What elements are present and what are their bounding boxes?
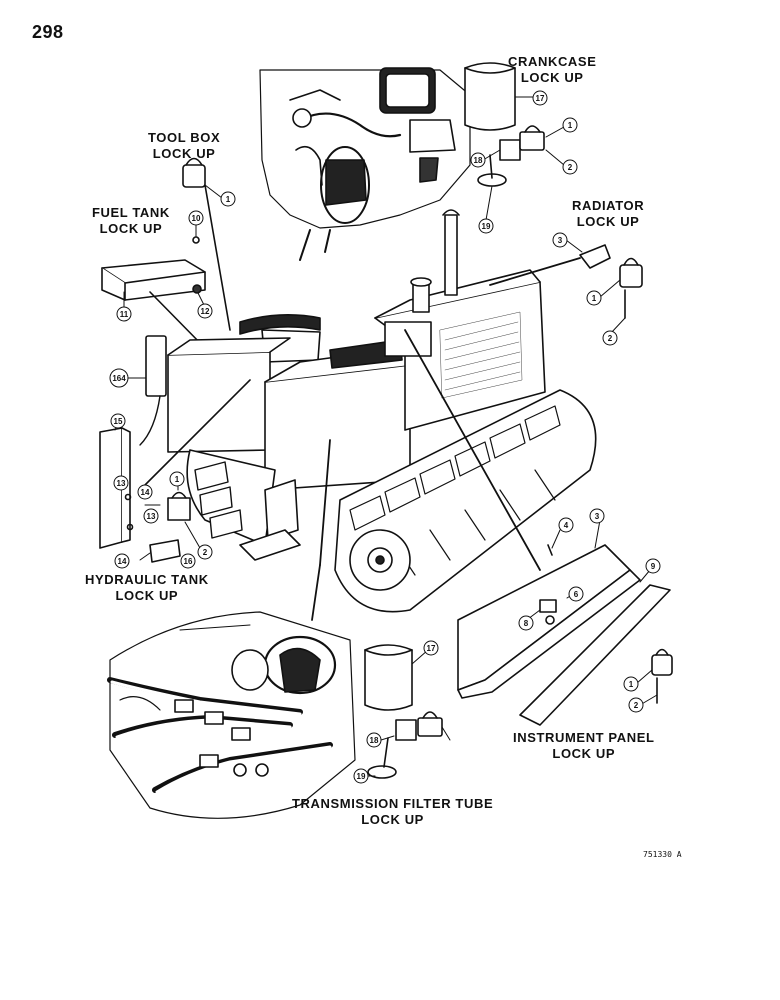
engine-detail-view [259, 67, 471, 261]
callout-2-crankcase: 2 [562, 159, 578, 175]
svg-text:17: 17 [427, 644, 436, 653]
callout-2-radiator: 2 [602, 330, 618, 346]
svg-text:1: 1 [175, 475, 180, 484]
callout-2-hydraulic: 2 [197, 544, 213, 560]
svg-text:6: 6 [574, 590, 579, 599]
callout-1-hydraulic: 1 [169, 471, 185, 487]
tool-box-lockup-parts [182, 157, 231, 331]
callout-3-radiator: 3 [552, 232, 568, 248]
callout-14-hydraulic-b: 14 [114, 553, 130, 569]
crankcase-lockup-parts [464, 62, 565, 221]
callout-1-instrument: 1 [623, 676, 639, 692]
svg-text:2: 2 [203, 548, 208, 557]
callout-1-radiator: 1 [586, 290, 602, 306]
callout-19-crankcase: 19 [478, 218, 494, 234]
svg-text:1: 1 [226, 195, 231, 204]
callout-18-crankcase: 18 [470, 152, 486, 168]
svg-text:164: 164 [112, 374, 126, 383]
svg-text:3: 3 [558, 236, 563, 245]
svg-text:8: 8 [524, 619, 529, 628]
svg-text:10: 10 [192, 214, 201, 223]
callout-8-instrument: 8 [518, 615, 534, 631]
svg-text:2: 2 [608, 334, 613, 343]
radiator-lockup-parts [489, 239, 643, 334]
svg-text:1: 1 [629, 680, 634, 689]
callout-1-toolbox: 1 [220, 191, 236, 207]
svg-text:2: 2 [568, 163, 573, 172]
svg-text:9: 9 [651, 562, 656, 571]
callout-13-hydraulic-a: 13 [113, 475, 129, 491]
instrument-panel-lockup-parts [404, 329, 673, 726]
callout-17-crankcase: 17 [532, 90, 548, 106]
svg-text:15: 15 [114, 417, 123, 426]
callout-6-instrument: 6 [568, 586, 584, 602]
callout-bubbles: 17 1 2 18 19 1 10 11 12 164 3 1 2 15 13 … [109, 90, 661, 784]
figure-code: 751330 A [643, 850, 682, 859]
callout-10-fuel: 10 [188, 210, 204, 226]
callout-9-instrument: 9 [645, 558, 661, 574]
callout-12-fuel: 12 [197, 303, 213, 319]
svg-text:4: 4 [564, 521, 569, 530]
svg-text:17: 17 [536, 94, 545, 103]
svg-text:3: 3 [595, 512, 600, 521]
callout-164-fuel: 164 [109, 368, 129, 388]
transmission-filter-lockup-parts [364, 644, 451, 779]
callout-4-instrument: 3 [589, 508, 605, 524]
svg-text:2: 2 [634, 701, 639, 710]
dozer-body [167, 209, 597, 613]
callout-16-hydraulic: 16 [180, 553, 196, 569]
svg-text:19: 19 [357, 772, 366, 781]
svg-text:14: 14 [141, 488, 150, 497]
callout-18-transmission: 18 [366, 732, 382, 748]
svg-text:14: 14 [118, 557, 127, 566]
callout-5-instrument: 4 [558, 517, 574, 533]
svg-text:11: 11 [120, 310, 129, 319]
svg-text:16: 16 [184, 557, 193, 566]
callout-15-hydraulic: 15 [110, 413, 126, 429]
svg-text:18: 18 [474, 156, 483, 165]
callout-17-transmission: 17 [423, 640, 439, 656]
svg-text:18: 18 [370, 736, 379, 745]
fuel-tank-lockup-parts [101, 224, 206, 446]
transmission-detail-view [107, 439, 356, 819]
svg-text:1: 1 [592, 294, 597, 303]
callout-14-hydraulic-a: 14 [137, 484, 153, 500]
callout-19-transmission: 19 [353, 768, 369, 784]
svg-text:19: 19 [482, 222, 491, 231]
hydraulic-tank-lockup-parts [99, 379, 251, 563]
callout-1-crankcase: 1 [562, 117, 578, 133]
callout-11-fuel: 11 [116, 306, 132, 322]
svg-text:1: 1 [568, 121, 573, 130]
page-number: 298 [32, 22, 64, 42]
svg-text:13: 13 [117, 479, 126, 488]
callout-2-instrument: 2 [628, 697, 644, 713]
svg-text:12: 12 [201, 307, 210, 316]
svg-text:13: 13 [147, 512, 156, 521]
callout-13-hydraulic-b: 13 [143, 508, 159, 524]
